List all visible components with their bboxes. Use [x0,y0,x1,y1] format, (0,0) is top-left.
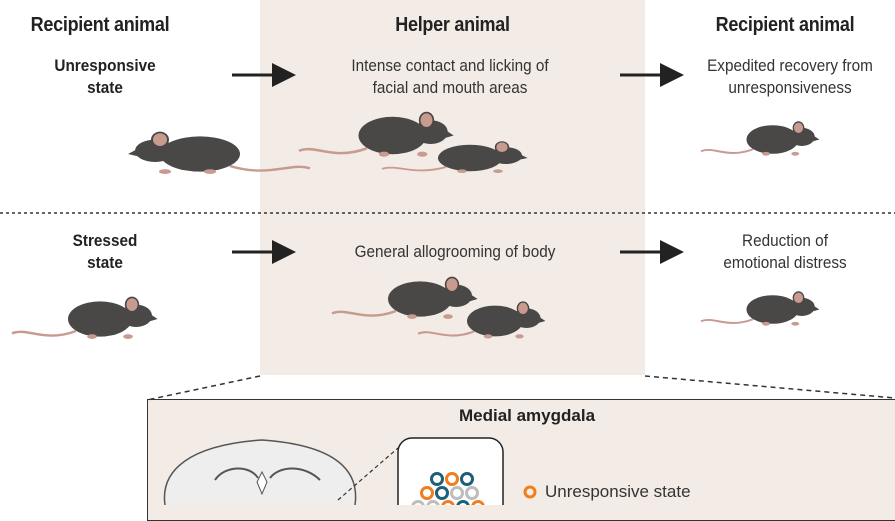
middle-column-title: Helper animal [395,14,510,36]
brain-section-outline [163,439,357,505]
neuron-circle [420,486,434,500]
legend-label-unresponsive: Unresponsive state [545,482,691,501]
outcome-unresponsive: Expedited recovery from unresponsiveness [707,56,873,97]
mouse-unresponsive-recipient [126,130,312,176]
mouse-helper-grooming [330,276,479,321]
helper-action-stressed: General allogrooming of body [354,242,556,261]
diagram-graphics [0,63,895,505]
mouse-recovered-recipient [700,120,821,157]
neuron-circle [456,500,470,505]
zoom-guide-right [644,375,895,399]
neuron-circle [426,500,440,505]
zoom-guide-left [146,375,261,401]
neuron-circle [445,472,459,486]
right-column-title: Recipient animal [715,14,855,36]
left-column-title: Recipient animal [30,14,170,36]
neuron-circle [471,500,485,505]
unresponsive-state-label: Unresponsive state [54,56,156,97]
neuron-cluster [411,472,485,505]
legend-orange-circle-icon [523,485,537,499]
neuron-circle [450,486,464,500]
neuron-circle [460,472,474,486]
neuron-circle [441,500,455,505]
helper-action-unresponsive: Intense contact and licking of facial an… [351,56,549,97]
helper-panel-background [260,0,645,375]
stressed-state-label: Stressed state [72,231,138,272]
ventricle-outline [256,470,268,496]
inset-title: Medial amygdala [458,406,596,425]
mouse-calmed-recipient [700,290,821,327]
zoom-guide-brain [337,447,399,501]
neuron-circle [465,486,479,500]
mouse-stressed-recipient [10,296,159,341]
neuron-circle [430,472,444,486]
hippocampus-outline [214,467,321,481]
neuron-circle [411,500,425,505]
neuron-circle [435,486,449,500]
mouse-helper-licking [297,111,455,159]
outcome-stressed: Reduction of emotional distress [723,231,847,272]
